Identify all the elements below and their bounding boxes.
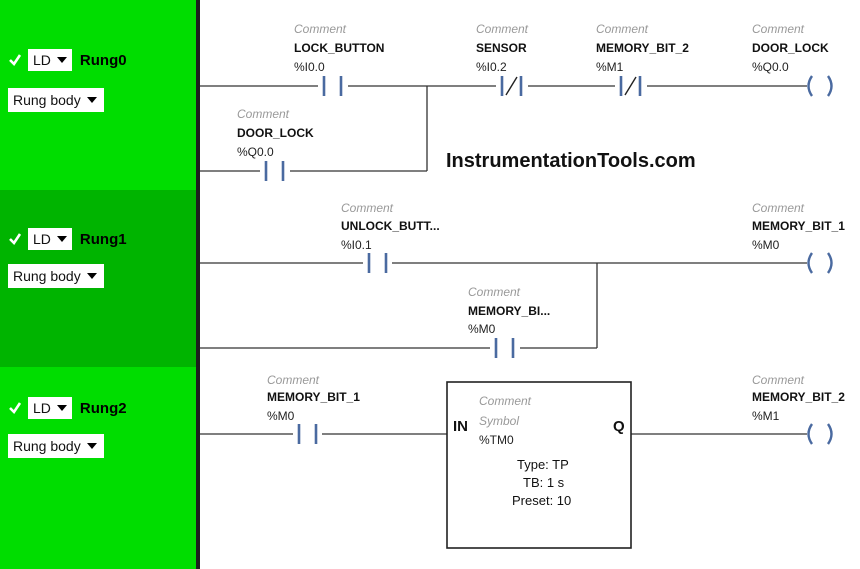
memory-bit-1-contact-address: %M0 xyxy=(267,409,295,423)
memory-bit-2-coil-name: MEMORY_BIT_2 xyxy=(752,390,845,404)
memory-bit-2-name: MEMORY_BIT_2 xyxy=(596,41,689,55)
unlock-button-name: UNLOCK_BUTT... xyxy=(341,219,440,233)
language-label: LD xyxy=(33,400,51,416)
checkmark-icon xyxy=(9,233,22,246)
rung2-language-select[interactable]: LD xyxy=(28,397,72,419)
memory-bit-1-contact-name: MEMORY_BIT_1 xyxy=(267,390,360,404)
language-label: LD xyxy=(33,231,51,247)
lock-button-contact[interactable] xyxy=(322,76,343,96)
rung1-name: Rung1 xyxy=(79,230,127,248)
timer-symbol-label: Symbol xyxy=(479,414,520,428)
rung0-header: LD Rung0 xyxy=(8,49,127,71)
body-select-label: Rung body xyxy=(13,268,81,284)
language-label: LD xyxy=(33,52,51,68)
lock-button-comment: Comment xyxy=(294,22,347,36)
site-watermark: InstrumentationTools.com xyxy=(446,150,696,172)
memory-bit-1-coil-name: MEMORY_BIT_1 xyxy=(752,219,845,233)
rung2-panel[interactable]: LD Rung2 Rung body xyxy=(0,367,196,569)
rung1-panel[interactable]: LD Rung1 Rung body xyxy=(0,190,196,367)
door-lock-coil-name: DOOR_LOCK xyxy=(752,41,829,55)
caret-down-icon xyxy=(86,443,97,449)
door-lock-coil-comment: Comment xyxy=(752,22,805,36)
lock-button-address: %I0.0 xyxy=(294,60,325,74)
rung2-header: LD Rung2 xyxy=(8,397,127,419)
caret-down-icon xyxy=(86,273,97,279)
memory-bit-contact-name: MEMORY_BI... xyxy=(468,304,551,318)
door-lock-contact-address: %Q0.0 xyxy=(237,145,274,159)
body-select-label: Rung body xyxy=(13,92,81,108)
rung0-body-select[interactable]: Rung body xyxy=(8,88,104,112)
rung0-language-select[interactable]: LD xyxy=(28,49,72,71)
caret-down-icon xyxy=(86,97,97,103)
door-lock-contact[interactable] xyxy=(264,161,285,181)
rung1-header: LD Rung1 xyxy=(8,228,127,250)
memory-bit-2-coil-address: %M1 xyxy=(752,409,780,423)
memory-bit-2-coil[interactable] xyxy=(807,423,833,445)
rung1-language-select[interactable]: LD xyxy=(28,228,72,250)
rung-sidebar: LD Rung0 Rung body LD Rung1 Rung body LD… xyxy=(0,0,196,569)
sensor-name: SENSOR xyxy=(476,41,527,55)
sensor-comment: Comment xyxy=(476,22,529,36)
left-power-rail xyxy=(196,0,200,569)
door-lock-contact-name: DOOR_LOCK xyxy=(237,126,314,140)
memory-bit-2-contact-nc[interactable] xyxy=(619,76,642,96)
memory-bit-2-comment: Comment xyxy=(596,22,649,36)
rung1-wiring xyxy=(200,262,807,349)
memory-bit-1-coil-address: %M0 xyxy=(752,238,780,252)
sensor-contact-nc[interactable] xyxy=(500,76,523,96)
rung0-wiring xyxy=(200,85,807,172)
sensor-address: %I0.2 xyxy=(476,60,507,74)
memory-bit-1-contact[interactable] xyxy=(297,424,318,444)
memory-bit-1-contact-comment: Comment xyxy=(267,373,320,387)
timer-address: %TM0 xyxy=(479,433,514,447)
body-select-label: Rung body xyxy=(13,438,81,454)
rung2-name: Rung2 xyxy=(79,399,127,417)
timer-preset: Preset: 10 xyxy=(512,493,572,508)
door-lock-coil-address: %Q0.0 xyxy=(752,60,789,74)
caret-down-icon xyxy=(56,405,67,411)
memory-bit-1-coil-comment: Comment xyxy=(752,201,805,215)
memory-bit-contact-comment: Comment xyxy=(468,285,521,299)
rung2-body-select[interactable]: Rung body xyxy=(8,434,104,458)
memory-bit-contact-address: %M0 xyxy=(468,322,496,336)
memory-bit-2-address: %M1 xyxy=(596,60,624,74)
timer-q-pin[interactable]: Q xyxy=(613,418,625,435)
timer-in-pin[interactable]: IN xyxy=(453,418,468,435)
unlock-button-contact[interactable] xyxy=(367,253,388,273)
timer-tb: TB: 1 s xyxy=(523,475,565,490)
door-lock-coil[interactable] xyxy=(807,75,833,97)
rung0-panel[interactable]: LD Rung0 Rung body xyxy=(0,0,196,190)
memory-bit-1-coil[interactable] xyxy=(807,252,833,274)
caret-down-icon xyxy=(56,57,67,63)
checkmark-icon xyxy=(9,54,22,67)
timer-function-block[interactable] xyxy=(446,381,632,549)
lock-button-name: LOCK_BUTTON xyxy=(294,41,385,55)
caret-down-icon xyxy=(56,236,67,242)
timer-comment: Comment xyxy=(479,394,532,408)
unlock-button-address: %I0.1 xyxy=(341,238,372,252)
rung0-name: Rung0 xyxy=(79,51,127,69)
rung1-body-select[interactable]: Rung body xyxy=(8,264,104,288)
checkmark-icon xyxy=(9,402,22,415)
memory-bit-2-coil-comment: Comment xyxy=(752,373,805,387)
memory-bit-contact[interactable] xyxy=(494,338,515,358)
unlock-button-comment: Comment xyxy=(341,201,394,215)
timer-type: Type: TP xyxy=(517,457,569,472)
door-lock-contact-comment: Comment xyxy=(237,107,290,121)
